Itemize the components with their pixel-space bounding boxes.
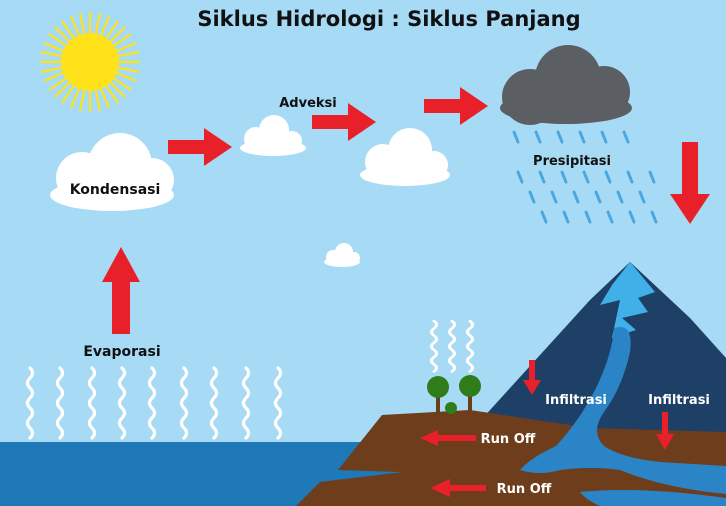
arrow-to-rain-cloud — [424, 87, 488, 125]
cloud-medium — [360, 128, 450, 186]
arrow-evaporasi — [102, 247, 140, 334]
label-evaporasi: Evaporasi — [83, 344, 160, 360]
arrow-presipitasi — [670, 142, 710, 224]
arrow-kondensasi-adveksi — [168, 128, 232, 166]
rain-icon — [512, 130, 658, 224]
river-lower — [580, 490, 726, 506]
cloud-kondensasi — [50, 133, 174, 211]
cloud-tiny — [324, 243, 360, 267]
tree-icon — [427, 375, 481, 424]
rain-cloud-icon — [500, 45, 632, 125]
label-runoff-1: Run Off — [481, 432, 536, 447]
arrow-runoff-1 — [420, 430, 476, 446]
arrow-infiltrasi-1 — [523, 360, 541, 395]
label-adveksi: Adveksi — [279, 96, 337, 111]
sun-icon — [40, 12, 140, 112]
arrow-adveksi — [312, 103, 376, 141]
label-infiltrasi-2: Infiltrasi — [648, 393, 710, 408]
label-presipitasi: Presipitasi — [533, 154, 611, 169]
label-runoff-2: Run Off — [497, 482, 552, 497]
diagram-title: Siklus Hidrologi : Siklus Panjang — [197, 7, 580, 31]
arrow-runoff-2 — [430, 479, 486, 497]
label-infiltrasi-1: Infiltrasi — [545, 393, 607, 408]
cloud-small-1 — [240, 115, 306, 156]
arrow-infiltrasi-2 — [656, 412, 674, 450]
river — [520, 327, 726, 494]
label-kondensasi: Kondensasi — [70, 182, 161, 198]
